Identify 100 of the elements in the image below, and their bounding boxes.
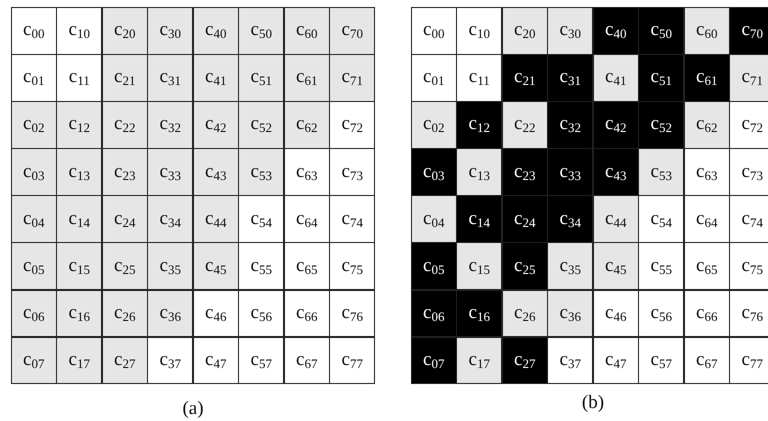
grid-cell: c$_{16}$	[457, 290, 502, 336]
grid-cell: c$_{50}$	[239, 8, 284, 54]
grid-cell: c$_{63}$	[684, 149, 729, 195]
grid-cell: c$_{07}$	[412, 338, 456, 384]
panel-caption: (a)	[182, 398, 204, 420]
grid-cell: c$_{64}$	[284, 196, 329, 242]
grid-cell: c$_{77}$	[730, 338, 768, 384]
grid-cell: c$_{55}$	[239, 243, 284, 290]
grid-cell: c$_{22}$	[102, 102, 147, 148]
grid-cell: c$_{10}$	[57, 8, 102, 54]
grid-cell: c$_{34}$	[148, 196, 192, 242]
grid-cell: c$_{55}$	[639, 243, 684, 290]
grid-cell: c$_{64}$	[684, 196, 729, 242]
grid-cell: c$_{27}$	[102, 338, 147, 384]
grid-cell: c$_{67}$	[284, 338, 329, 384]
grid-cell: c$_{60}$	[684, 8, 729, 54]
grid-cell: c$_{22}$	[502, 102, 547, 148]
grid-cell: c$_{14}$	[457, 196, 502, 242]
grid-cell: c$_{43}$	[194, 149, 238, 195]
grid-cell: c$_{24}$	[102, 196, 147, 242]
grid-cell: c$_{20}$	[102, 8, 147, 54]
grid-cell: c$_{57}$	[639, 338, 684, 384]
grid-cell: c$_{02}$	[412, 102, 456, 148]
grid-cell: c$_{51}$	[239, 55, 284, 101]
grid-cell: c$_{16}$	[57, 290, 102, 336]
grid-cell: c$_{33}$	[548, 149, 592, 195]
grid-cell: c$_{72}$	[330, 102, 374, 148]
grid-cell: c$_{66}$	[684, 290, 729, 336]
grid-cell: c$_{42}$	[594, 102, 638, 148]
grid-cell: c$_{53}$	[639, 149, 684, 195]
grid-cell: c$_{45}$	[194, 243, 238, 290]
grid-cell: c$_{15}$	[457, 243, 502, 290]
grid-cell: c$_{32}$	[548, 102, 592, 148]
grid-cell: c$_{74}$	[730, 196, 768, 242]
grid-cell: c$_{17}$	[457, 338, 502, 384]
grid-cell: c$_{32}$	[148, 102, 192, 148]
grid-cell: c$_{62}$	[284, 102, 329, 148]
grid-cell: c$_{15}$	[57, 243, 102, 290]
grid-cell: c$_{04}$	[412, 196, 456, 242]
grid-cell: c$_{04}$	[12, 196, 56, 242]
grid-cell: c$_{56}$	[239, 290, 284, 336]
grid-cell: c$_{05}$	[412, 243, 456, 290]
grid-cell: c$_{14}$	[57, 196, 102, 242]
grid-cell: c$_{06}$	[412, 290, 456, 336]
grid-cell: c$_{21}$	[102, 55, 147, 101]
grid-cell: c$_{47}$	[194, 338, 238, 384]
grid-cell: c$_{66}$	[284, 290, 329, 336]
grid-cell: c$_{77}$	[330, 338, 374, 384]
grid-cell: c$_{21}$	[502, 55, 547, 101]
grid-cell: c$_{12}$	[457, 102, 502, 148]
grid-cell: c$_{65}$	[284, 243, 329, 290]
grid-cell: c$_{23}$	[102, 149, 147, 195]
grid-cell: c$_{02}$	[12, 102, 56, 148]
grid-cell: c$_{46}$	[594, 290, 638, 336]
grid-cell: c$_{35}$	[548, 243, 592, 290]
grid-cell: c$_{75}$	[330, 243, 374, 290]
grid-cell: c$_{37}$	[148, 338, 192, 384]
grid-cell: c$_{24}$	[502, 196, 547, 242]
grid-cell: c$_{12}$	[57, 102, 102, 148]
grid-cell: c$_{65}$	[684, 243, 729, 290]
grid-cell: c$_{30}$	[148, 8, 192, 54]
grid-cell: c$_{25}$	[102, 243, 147, 290]
grid-cell: c$_{47}$	[594, 338, 638, 384]
grid-cell: c$_{42}$	[194, 102, 238, 148]
grid-cell: c$_{60}$	[284, 8, 329, 54]
grid-cell: c$_{11}$	[57, 55, 102, 101]
grid-cell: c$_{27}$	[502, 338, 547, 384]
grid-cell: c$_{61}$	[284, 55, 329, 101]
grid-cell: c$_{75}$	[730, 243, 768, 290]
grid-cell: c$_{31}$	[148, 55, 192, 101]
grid-cell: c$_{71}$	[730, 55, 768, 101]
grid-cell: c$_{44}$	[194, 196, 238, 242]
grid-cell: c$_{31}$	[548, 55, 592, 101]
grid-cell: c$_{20}$	[502, 8, 547, 54]
grid-cell: c$_{74}$	[330, 196, 374, 242]
grid-cell: c$_{56}$	[639, 290, 684, 336]
grid-cell: c$_{61}$	[684, 55, 729, 101]
grid-cell: c$_{52}$	[639, 102, 684, 148]
grid-cell: c$_{76}$	[330, 290, 374, 336]
grid-cell: c$_{13}$	[457, 149, 502, 195]
grid-cell: c$_{54}$	[239, 196, 284, 242]
grid-cell: c$_{07}$	[12, 338, 56, 384]
panel-caption: (b)	[582, 392, 604, 414]
grid-cell: c$_{30}$	[548, 8, 592, 54]
grid-cell: c$_{05}$	[12, 243, 56, 290]
grid-cell: c$_{67}$	[684, 338, 729, 384]
grid-cell: c$_{71}$	[330, 55, 374, 101]
grid-cell: c$_{41}$	[594, 55, 638, 101]
grid-cell: c$_{26}$	[102, 290, 147, 336]
grid-cell: c$_{10}$	[457, 8, 502, 54]
grid-cell: c$_{53}$	[239, 149, 284, 195]
grid-cell: c$_{03}$	[412, 149, 456, 195]
grid-cell: c$_{54}$	[639, 196, 684, 242]
grid-cell: c$_{36}$	[148, 290, 192, 336]
grid-cell: c$_{63}$	[284, 149, 329, 195]
grid-cell: c$_{73}$	[330, 149, 374, 195]
grid-cell: c$_{13}$	[57, 149, 102, 195]
grid-cell: c$_{23}$	[502, 149, 547, 195]
grid-cell: c$_{37}$	[548, 338, 592, 384]
grid-cell: c$_{73}$	[730, 149, 768, 195]
